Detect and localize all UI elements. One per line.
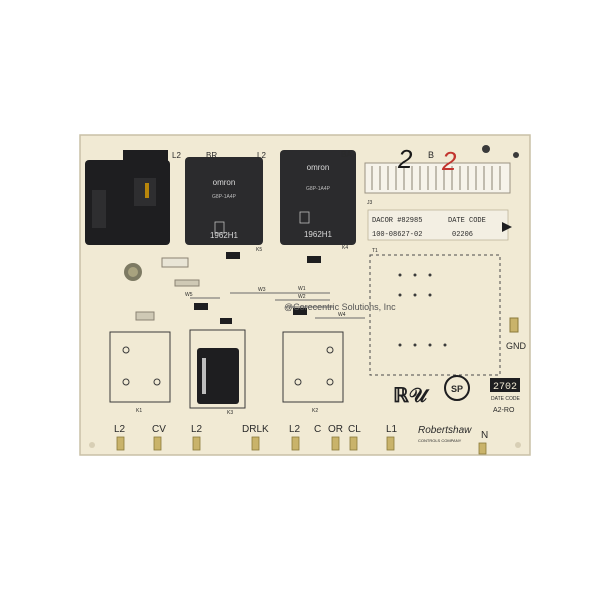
- k1-label: K1: [136, 408, 142, 414]
- bottom-spade-terminals: [116, 436, 487, 455]
- csa-logo: SP: [444, 375, 470, 401]
- revision-mark: A2-RO: [493, 407, 515, 414]
- relay-right-brand: omron: [307, 163, 330, 172]
- relay-k5: omron G8P-1A4P 1962H1: [185, 157, 263, 245]
- transformer-t1-outline: [369, 254, 501, 376]
- terminal-label-l2-top2: L2: [257, 151, 266, 160]
- relay-k2-outline: [282, 331, 344, 403]
- date-stamp-box: [490, 378, 520, 392]
- power-connector: [85, 150, 170, 245]
- terminal-label-c: C: [314, 424, 321, 435]
- terminal-label-l2-top: L2: [172, 151, 181, 160]
- bottom-terminal-labels: L2 CV L2 DRLK L2 C OR CL L1 N: [114, 424, 488, 441]
- relay-k1-outline: [109, 331, 171, 403]
- maker-sub: CONTROLS COMPANY: [418, 438, 462, 443]
- part-sticker: DACOR #82985 DATE CODE 100-08627-02 0220…: [367, 209, 512, 241]
- sticker-date-code-value: 02206: [452, 231, 473, 239]
- relay-k3: [197, 348, 239, 404]
- relay-right-code: 1962H1: [304, 230, 333, 239]
- w3-label: W3: [258, 287, 266, 293]
- w1-label: W1: [298, 286, 306, 292]
- terminal-label-l2-3: L2: [289, 424, 301, 435]
- ribbon-connector-j3: [364, 162, 511, 194]
- date-stamp-label: DATE CODE: [491, 396, 520, 402]
- mounting-hole: [89, 442, 95, 448]
- svg-text:ℝ𝒰: ℝ𝒰: [393, 385, 430, 407]
- terminal-label-l2-2: L2: [191, 424, 203, 435]
- relay-k3-outline: [189, 329, 246, 409]
- sticker-part-no: 100-08627-02: [372, 231, 422, 239]
- k5-label: K5: [256, 247, 262, 253]
- relay-left-brand: omron: [213, 178, 236, 187]
- small-components: [135, 252, 321, 324]
- k4-label: K4: [342, 245, 348, 251]
- terminal-label-drlk: DRLK: [242, 424, 269, 435]
- gnd-label: GND: [506, 341, 527, 351]
- date-stamp-digits: 2702: [493, 382, 517, 393]
- w4-label: W4: [338, 312, 346, 318]
- sticker-dacor: DACOR #82985: [372, 217, 422, 225]
- relay-k4: omron G8P-1A4P 1962H1: [280, 150, 356, 245]
- ul-logo: ℝ𝒰: [393, 385, 430, 407]
- j3-label: J3: [367, 200, 373, 206]
- maker-logo: Robertshaw: [418, 425, 472, 436]
- w2-label: W2: [298, 294, 306, 300]
- terminal-label-br: BR: [206, 151, 217, 160]
- mounting-hole: [513, 152, 519, 158]
- k3-label: K3: [227, 410, 233, 416]
- w5-label: W5: [185, 292, 193, 298]
- relay-right-part: G8P-1A4P: [306, 186, 331, 192]
- handwritten-b: B: [428, 150, 434, 160]
- svg-text:SP: SP: [451, 384, 463, 394]
- mounting-hole: [515, 442, 521, 448]
- k2-label: K2: [312, 408, 318, 414]
- gnd-terminal: [509, 317, 519, 333]
- terminal-label-l1: L1: [386, 424, 398, 435]
- t1-label: T1: [372, 248, 378, 254]
- capacitor: [124, 263, 142, 281]
- handwritten-mark: 2: [397, 144, 413, 174]
- transformer-pins: [398, 273, 447, 347]
- sticker-date-code-title: DATE CODE: [448, 217, 486, 225]
- handwritten-red-mark: 2: [441, 146, 457, 176]
- terminal-label-l2-1: L2: [114, 424, 126, 435]
- terminal-label-cv: CV: [152, 424, 166, 435]
- terminal-label-cl: CL: [348, 424, 361, 435]
- relay-left-part: G8P-1A4P: [212, 194, 237, 200]
- watermark-text: @Corecentric Solutions, Inc: [284, 302, 396, 312]
- mounting-hole: [482, 145, 490, 153]
- jumper-traces: [190, 292, 365, 319]
- terminal-label-ba: BA: [341, 150, 352, 159]
- terminal-label-or: OR: [328, 424, 343, 435]
- terminal-label-n: N: [481, 430, 488, 441]
- relay-left-code: 1962H1: [210, 231, 239, 240]
